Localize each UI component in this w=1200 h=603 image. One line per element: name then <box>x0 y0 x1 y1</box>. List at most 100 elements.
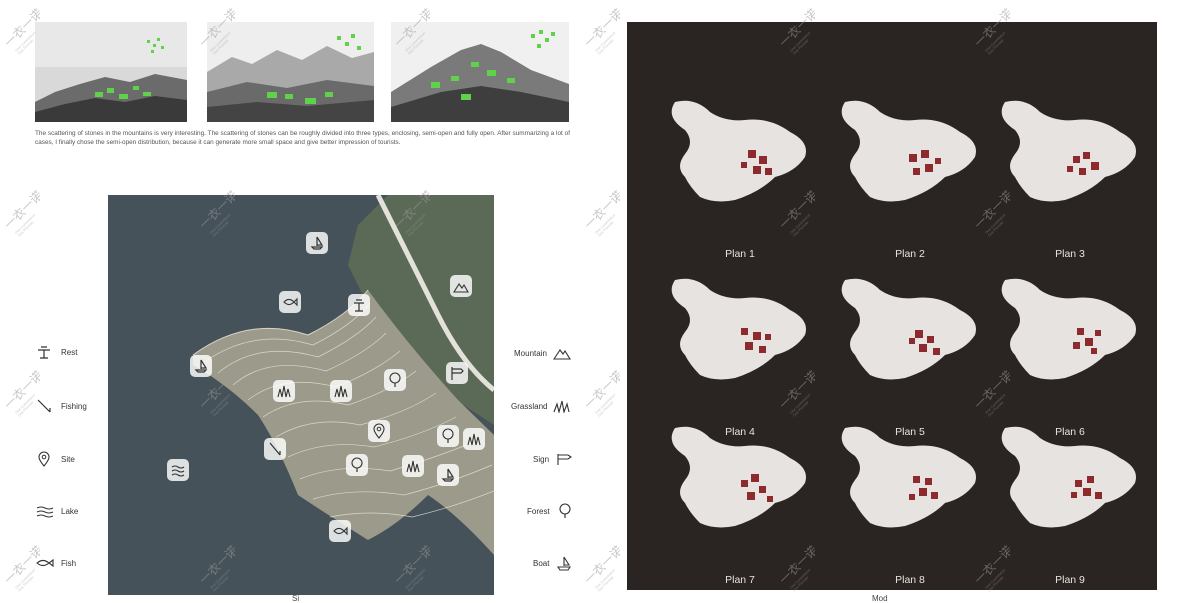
plan-model-3[interactable]: Plan 3 <box>985 92 1155 262</box>
svg-text:One Commission: One Commission <box>14 393 36 415</box>
plan-model-6[interactable]: Plan 6 <box>985 270 1155 440</box>
svg-text:One Commission: One Commission <box>14 213 36 235</box>
svg-text:One Commission: One Commission <box>14 568 36 590</box>
plan-model-5[interactable]: Plan 5 <box>825 270 995 440</box>
legend-forest: Forest <box>527 503 574 519</box>
terrain-model <box>1001 100 1136 202</box>
forest-marker[interactable] <box>384 369 406 391</box>
model-caption: Mod <box>872 594 888 603</box>
terrain-model <box>1001 278 1136 380</box>
fishing-marker[interactable] <box>264 438 286 460</box>
map-caption: Si <box>292 594 300 603</box>
lake-marker[interactable] <box>167 459 189 481</box>
grassland-marker[interactable] <box>273 380 295 402</box>
fish-marker[interactable] <box>329 520 351 542</box>
plan-model-4[interactable]: Plan 4 <box>655 270 825 440</box>
legend-lake: Lake <box>35 503 78 519</box>
plan-model-8[interactable]: Plan 8 <box>825 418 995 588</box>
svg-text:一衣一诺: 一衣一诺 <box>581 190 620 232</box>
terrain-model <box>841 100 976 202</box>
svg-text:One Promise: One Promise <box>17 400 34 417</box>
boat-marker[interactable] <box>190 355 212 377</box>
terrain-model <box>841 278 976 380</box>
terrain-model <box>841 426 976 528</box>
grassland-marker[interactable] <box>402 455 424 477</box>
tree-icon <box>442 428 454 443</box>
site-pin-icon <box>373 423 385 439</box>
plan-model-1[interactable]: Plan 1 <box>655 92 825 262</box>
svg-text:One Promise: One Promise <box>597 575 614 592</box>
svg-text:One Promise: One Promise <box>597 400 614 417</box>
lake-waves-icon <box>171 465 185 477</box>
site-map <box>108 195 494 595</box>
svg-text:One Commission: One Commission <box>594 568 616 590</box>
plan-label: Plan 6 <box>1055 426 1085 438</box>
alpine-valley-photo <box>207 22 374 122</box>
legend-fish: Fish <box>35 555 76 571</box>
boat-icon <box>310 236 324 250</box>
grassland-marker[interactable] <box>330 380 352 402</box>
grassland-icon <box>553 400 571 413</box>
terrain-model <box>1001 426 1136 528</box>
model-panel: Plan 1 Plan 2 Plan 3 Plan 4 Plan 5 <box>627 22 1157 590</box>
boat-marker[interactable] <box>306 232 328 254</box>
mountain-marker[interactable] <box>450 275 472 297</box>
intro-caption: The scattering of stones in the mountain… <box>35 130 570 146</box>
svg-text:一衣一诺: 一衣一诺 <box>581 370 620 412</box>
sign-icon <box>557 454 573 465</box>
plan-model-7[interactable]: Plan 7 <box>655 418 825 588</box>
terrain-model <box>671 100 806 202</box>
svg-text:One Commission: One Commission <box>594 393 616 415</box>
legend-rest: Rest <box>35 344 77 360</box>
forest-marker[interactable] <box>437 425 459 447</box>
fish-icon <box>333 526 348 536</box>
boat-icon <box>194 359 208 373</box>
svg-text:One Commission: One Commission <box>594 213 616 235</box>
mountain-icon <box>453 283 469 293</box>
legend-fishing: Fishing <box>35 398 87 414</box>
sign-icon <box>451 367 464 380</box>
svg-text:One Promise: One Promise <box>17 220 34 237</box>
plan-label: Plan 9 <box>1055 574 1085 586</box>
svg-text:一衣一诺: 一衣一诺 <box>1 190 40 232</box>
fish-icon <box>36 558 54 568</box>
grassland-icon <box>334 385 348 398</box>
grassland-marker[interactable] <box>463 428 485 450</box>
legend-grassland: Grassland <box>511 399 571 413</box>
plan-model-9[interactable]: Plan 9 <box>985 418 1155 588</box>
svg-text:One Promise: One Promise <box>17 575 34 592</box>
plan-label: Plan 8 <box>895 574 925 586</box>
lake-waves-icon <box>36 506 54 518</box>
sign-marker[interactable] <box>446 362 468 384</box>
svg-text:一衣一诺: 一衣一诺 <box>581 8 620 50</box>
svg-text:One Promise: One Promise <box>597 220 614 237</box>
plan-model-2[interactable]: Plan 2 <box>825 92 995 262</box>
svg-text:One Commission: One Commission <box>594 31 616 53</box>
mountain-icon <box>552 349 571 360</box>
grassland-icon <box>467 433 481 446</box>
fishing-icon <box>269 442 281 456</box>
legend-boat: Boat <box>533 555 573 571</box>
boat-icon <box>557 556 572 571</box>
plan-label: Plan 2 <box>895 248 925 260</box>
legend-site: Site <box>35 451 75 467</box>
forest-marker[interactable] <box>346 454 368 476</box>
legend-mountain: Mountain <box>514 346 571 360</box>
tree-icon <box>559 503 571 518</box>
grassland-icon <box>406 460 420 473</box>
plan-label: Plan 3 <box>1055 248 1085 260</box>
grassland-icon <box>277 385 291 398</box>
site-marker[interactable] <box>368 420 390 442</box>
svg-text:One Promise: One Promise <box>17 38 34 55</box>
legend-sign: Sign <box>533 452 573 466</box>
fishing-marker[interactable] <box>279 291 301 313</box>
rest-marker[interactable] <box>348 294 370 316</box>
tree-icon <box>351 457 363 472</box>
boat-marker[interactable] <box>437 464 459 486</box>
rest-icon <box>354 299 364 312</box>
mountain-village-photo <box>35 22 187 122</box>
